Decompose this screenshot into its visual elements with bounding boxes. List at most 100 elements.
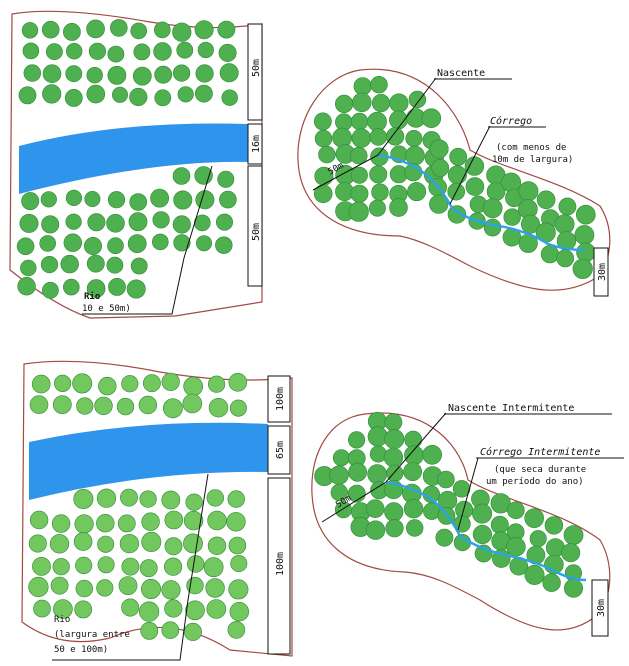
tree-canopy bbox=[34, 600, 51, 617]
tree-canopy bbox=[140, 560, 157, 577]
tree-canopy bbox=[164, 558, 182, 576]
tree-canopy bbox=[127, 280, 145, 298]
tree-canopy bbox=[110, 19, 127, 36]
tree-canopy bbox=[335, 95, 353, 113]
tree-canopy bbox=[162, 373, 180, 391]
tree-canopy bbox=[140, 491, 157, 508]
source-label: Nascente bbox=[437, 68, 485, 79]
tree-canopy bbox=[218, 171, 234, 187]
panel-spring-stream: 50m Nascente Córrego (com menos de 10m d… bbox=[298, 68, 610, 296]
tree-canopy bbox=[73, 374, 92, 393]
tree-canopy bbox=[349, 202, 369, 222]
tree-canopy bbox=[530, 530, 546, 546]
tree-canopy bbox=[134, 44, 150, 60]
tree-canopy bbox=[369, 200, 385, 216]
tree-canopy bbox=[130, 194, 147, 211]
tree-canopy bbox=[231, 555, 247, 571]
tree-canopy bbox=[555, 215, 574, 234]
tree-canopy bbox=[406, 130, 422, 146]
tree-canopy bbox=[404, 499, 423, 518]
panel-river-wide: 100m 65m 100m Rio (largura entre 50 e 10… bbox=[22, 361, 292, 660]
tree-canopy bbox=[97, 489, 116, 508]
tree-canopy bbox=[98, 377, 116, 395]
tree-canopy bbox=[352, 93, 371, 112]
tree-canopy bbox=[333, 128, 352, 147]
tree-canopy bbox=[351, 113, 368, 130]
tree-canopy bbox=[562, 544, 580, 562]
tree-canopy bbox=[155, 66, 172, 83]
tree-canopy bbox=[51, 577, 68, 594]
stream-label-line1: Córrego bbox=[490, 115, 532, 127]
tree-canopy bbox=[386, 519, 404, 537]
tree-canopy bbox=[22, 22, 38, 38]
tree-canopy bbox=[350, 147, 367, 164]
tree-canopy bbox=[122, 375, 139, 392]
tree-canopy bbox=[450, 148, 467, 165]
tree-canopy bbox=[141, 622, 158, 639]
tree-canopy bbox=[74, 533, 92, 551]
tree-canopy bbox=[573, 259, 593, 279]
tree-canopy bbox=[406, 520, 423, 537]
tree-canopy bbox=[154, 43, 172, 61]
river-body bbox=[29, 423, 268, 500]
tree-canopy bbox=[66, 190, 82, 206]
tree-canopy bbox=[32, 557, 50, 575]
tree-canopy bbox=[108, 278, 125, 295]
tree-canopy bbox=[133, 67, 151, 85]
tree-canopy bbox=[85, 191, 100, 206]
tree-canopy bbox=[215, 237, 232, 254]
tree-canopy bbox=[472, 504, 491, 523]
tree-canopy bbox=[88, 214, 105, 231]
tree-canopy bbox=[174, 235, 191, 252]
tree-canopy bbox=[63, 23, 80, 40]
width-bracket bbox=[268, 376, 290, 654]
tree-canopy bbox=[95, 397, 113, 415]
tree-canopy bbox=[41, 256, 58, 273]
tree-canopy bbox=[30, 396, 48, 414]
tree-canopy bbox=[564, 526, 583, 545]
tree-canopy bbox=[351, 167, 367, 183]
tree-canopy bbox=[370, 129, 387, 146]
tree-canopy bbox=[120, 534, 139, 553]
tree-canopy bbox=[432, 159, 449, 176]
tree-canopy bbox=[139, 602, 159, 622]
tree-canopy bbox=[75, 601, 92, 618]
tree-canopy bbox=[195, 167, 213, 185]
tree-canopy bbox=[222, 90, 238, 106]
tree-canopy bbox=[42, 85, 61, 104]
tree-canopy bbox=[404, 446, 423, 465]
tree-canopy bbox=[483, 199, 502, 218]
tree-canopy bbox=[436, 529, 453, 546]
tree-canopy bbox=[17, 238, 34, 255]
tree-canopy bbox=[87, 85, 105, 103]
width-label-top: 50m bbox=[251, 59, 262, 77]
tree-canopy bbox=[206, 579, 225, 598]
tree-canopy bbox=[207, 490, 224, 507]
tree-canopy bbox=[406, 146, 425, 165]
tree-canopy bbox=[29, 535, 46, 552]
tree-canopy bbox=[163, 399, 182, 418]
tree-canopy bbox=[422, 109, 441, 128]
tree-canopy bbox=[89, 43, 106, 60]
panel-intermittent-stream: 50m Nascente Intermitente Córrego Interm… bbox=[312, 403, 624, 636]
tree-canopy bbox=[30, 511, 48, 529]
tree-canopy bbox=[407, 182, 425, 200]
tree-canopy bbox=[204, 558, 223, 577]
panel-river-narrow: 50m 16m 50m Rio 10 e 50m) bbox=[10, 11, 262, 318]
tree-canopy bbox=[165, 511, 183, 529]
tree-canopy bbox=[423, 445, 442, 464]
tree-canopy bbox=[20, 260, 36, 276]
tree-canopy bbox=[173, 216, 191, 234]
tree-canopy bbox=[77, 398, 94, 415]
tree-canopy bbox=[207, 600, 226, 619]
river-label-line2: 10 e 50m) bbox=[82, 304, 131, 314]
tree-canopy bbox=[484, 219, 501, 236]
tree-canopy bbox=[24, 65, 41, 82]
source-label: Nascente Intermitente bbox=[448, 403, 574, 414]
tree-canopy bbox=[162, 491, 180, 509]
tree-canopy bbox=[87, 67, 103, 83]
tree-canopy bbox=[108, 46, 124, 62]
tree-canopy bbox=[64, 234, 82, 252]
tree-canopy bbox=[66, 66, 82, 82]
